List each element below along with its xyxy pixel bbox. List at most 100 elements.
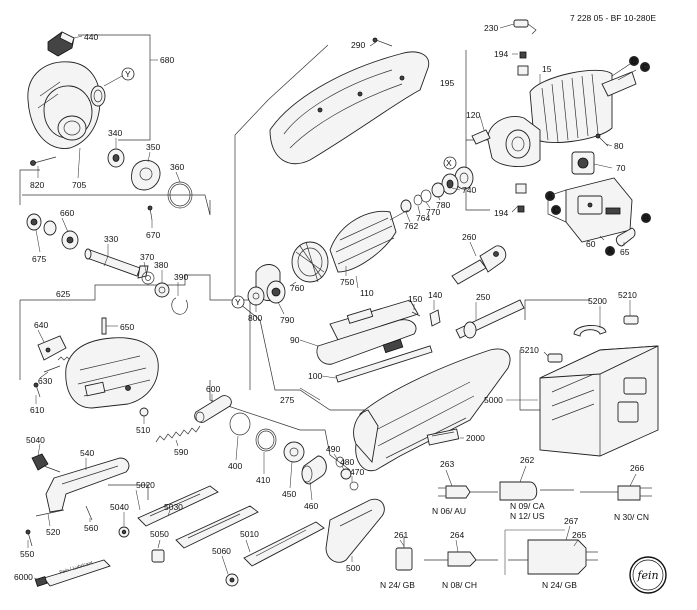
label-440: 440 [84,32,98,42]
label-480: 480 [340,457,354,467]
part-650-attachment-housing [65,337,159,409]
label-150: 150 [408,294,422,304]
grouping-lines [19,34,590,575]
plug-label-n06: N 06/ AU [432,506,466,516]
label-680: 680 [160,55,174,65]
part-510-nut [139,407,149,417]
label-460: 460 [304,501,318,511]
label-110: 110 [360,288,374,298]
part-70-suppressor [571,151,595,175]
label-263: 263 [440,459,454,469]
label-750: 750 [340,277,354,287]
part-65-sleeve [615,227,636,247]
plug-label-n24-right: N 24/ GB [542,580,577,590]
part-450-disc [283,441,305,463]
part-762-washer [400,199,412,213]
part-110-switch-cover [329,299,419,341]
part-ring-bearing-upper [90,85,106,107]
part-380-washer [154,282,170,298]
part-470-ring [349,481,359,491]
label-60: 60 [586,239,596,249]
label-261: 261 [394,530,408,540]
label-780: 780 [436,200,450,210]
label-194-top: 194 [494,49,508,59]
part-410-oring [255,428,277,452]
part-540-guide [45,457,130,513]
plug-label-n08: N 08/ CH [442,580,477,590]
label-5210-bottom: 5210 [520,345,539,355]
label-640: 640 [34,320,48,330]
part-610-screw [33,382,41,398]
part-5030-bar [175,505,259,549]
label-630: 630 [38,376,52,386]
part-390-circlip [171,297,188,315]
label-b-marker-2: B [643,213,649,223]
part-330-spindle [84,248,149,279]
part-350-spring-plate [131,159,161,191]
label-120: 120 [466,110,480,120]
label-c-marker-2: C [553,205,559,215]
label-266: 266 [630,463,644,473]
label-5050: 5050 [150,529,169,539]
part-140-clip [429,309,441,327]
part-260-collet-nut [451,245,507,285]
plug-label-n24-left: N 24/ GB [380,580,415,590]
part-460-collet [301,455,327,485]
part-820-screw [30,156,57,166]
part-5060-nut [225,573,239,587]
part-680-cover-housing [27,61,101,149]
part-5020-bar [137,485,219,527]
label-290: 290 [351,40,365,50]
label-250: 250 [476,292,490,302]
label-90: 90 [290,335,300,345]
label-400: 400 [228,461,242,471]
label-275: 275 [280,395,294,405]
plug-265-267 [508,539,598,575]
part-480-nut [340,468,352,480]
label-610: 610 [30,405,44,415]
label-540: 540 [80,448,94,458]
label-70: 70 [616,163,626,173]
label-80: 80 [614,141,624,151]
label-450: 450 [282,489,296,499]
plug-264 [424,551,498,567]
part-number-labels: 440 680 Y 340 350 360 705 820 670 660 67… [14,23,649,590]
label-5040-bottom: 5040 [110,502,129,512]
label-15: 15 [542,64,552,74]
label-670: 670 [146,230,160,240]
label-764: 764 [416,213,430,223]
label-2000: 2000 [466,433,485,443]
label-5200: 5200 [588,296,607,306]
label-790: 790 [280,315,294,325]
label-5210-top: 5210 [618,290,637,300]
label-675: 675 [32,254,46,264]
part-15-field-stator [529,63,637,143]
label-350: 350 [146,142,160,152]
part-5040b-nut [118,526,130,538]
label-y-marker-2: Y [235,297,241,307]
label-a-marker-1: A [547,191,553,201]
part-590-spring [155,425,201,443]
label-c-marker-1: C [642,62,648,72]
label-370: 370 [140,252,154,262]
part-780-washer [431,182,445,198]
label-5000: 5000 [484,395,503,405]
document-code: 7 228 05 - BF 10-280E [570,13,656,23]
leader-lines [27,23,637,581]
label-5010: 5010 [240,529,259,539]
part-5200-handle [573,325,607,337]
part-housing-half-shell [269,51,430,165]
plug-266 [580,485,652,501]
label-100: 100 [308,371,322,381]
label-600: 600 [206,384,220,394]
part-100-rod [335,345,433,383]
label-770: 770 [426,207,440,217]
label-800: 800 [248,313,262,323]
part-370-washer [141,271,155,285]
label-267: 267 [564,516,578,526]
label-b-marker-1: B [631,56,637,66]
label-5020: 5020 [136,480,155,490]
part-750-armature [291,209,409,283]
label-500: 500 [346,563,360,573]
